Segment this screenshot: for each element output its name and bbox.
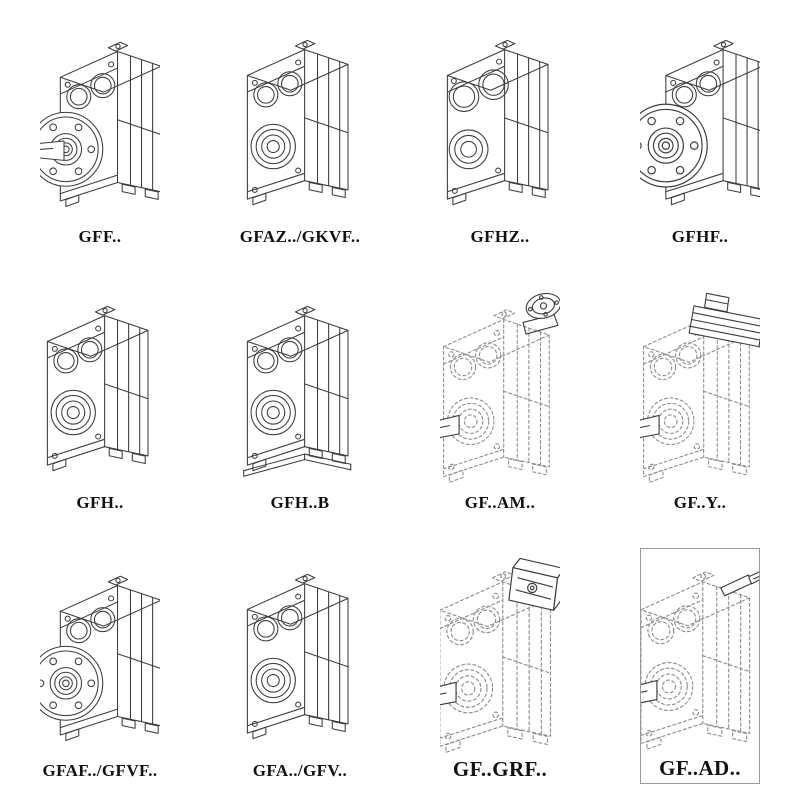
catalog-item-gfa-gfv: GFA../GFV.. — [240, 548, 360, 784]
gearbox-drawing-input-adapter — [440, 557, 560, 753]
output-flange-with-shaft — [40, 113, 103, 187]
mounted-motor — [688, 293, 760, 351]
product-label: GFH..B — [270, 493, 330, 513]
gear-cover-bores-phantom — [645, 592, 701, 645]
output-shaft — [440, 415, 460, 443]
product-label: GF..GRF.. — [452, 756, 548, 781]
product-label: GFA../GFV.. — [252, 761, 348, 781]
catalog-item-gfh-b: GFH..B — [240, 282, 360, 516]
gear-cover-bores — [251, 325, 303, 374]
output-shaft — [440, 681, 457, 711]
gearbox-drawing-hollow — [446, 40, 549, 206]
product-label: GF..AM.. — [464, 493, 536, 513]
product-label: GFAZ../GKVF.. — [240, 227, 360, 247]
gearbox-drawing-motor-adapter — [440, 289, 560, 484]
catalog-item-gff: GFF.. — [40, 16, 160, 250]
gearbox-drawing-flange-hollow — [640, 40, 760, 206]
product-label: GF..Y.. — [673, 493, 727, 513]
gear-unit-body — [446, 40, 549, 206]
input-shaft-stub — [720, 567, 759, 597]
catalog-item-gf-grf: GF..GRF.. — [440, 548, 560, 784]
input-gear-adapter — [508, 557, 560, 611]
gear-cover-bores-phantom — [444, 592, 501, 646]
gearbox-drawing-foot-mounted — [246, 574, 349, 740]
catalog-item-gfhf: GFHF.. — [640, 16, 760, 250]
catalog-item-gf-y: GF..Y.. — [640, 282, 760, 516]
output-shaft — [640, 415, 660, 443]
gear-unit-body-phantom — [443, 309, 550, 484]
gear-cover-bores — [448, 58, 509, 113]
output-shaft — [641, 679, 658, 708]
gear-cover-bores-phantom — [648, 330, 702, 381]
gearbox-drawing-hollow-front — [46, 306, 149, 472]
gear-cover-bores — [64, 61, 116, 110]
gearbox-drawing-input-shaft — [641, 567, 759, 750]
product-label: GF..AD.. — [659, 755, 741, 780]
gear-cover-bores — [251, 593, 303, 642]
gear-cover-bores — [64, 595, 116, 644]
gear-cover-bores — [670, 59, 721, 108]
output-flange — [640, 103, 708, 188]
product-label: GFHF.. — [671, 227, 729, 247]
catalog-item-gf-ad: GF..AD.. — [640, 548, 760, 784]
mounting-base — [243, 453, 352, 478]
gearbox-drawing-flange-shaft — [40, 42, 160, 208]
gearbox-drawing-front — [246, 40, 349, 206]
catalog-item-gf-am: GF..AM.. — [440, 282, 560, 516]
gear-cover-bores-phantom — [448, 330, 502, 381]
catalog-item-gfh: GFH.. — [40, 282, 160, 516]
product-label: GFAF../GFVF.. — [42, 761, 158, 781]
motor-adapter-flange — [522, 289, 560, 335]
output-bearing-bore — [448, 129, 502, 195]
output-flange — [40, 646, 104, 722]
gearbox-drawing-hollow-base — [243, 306, 352, 478]
catalog-item-gfaf-gfvf: GFAF../GFVF.. — [40, 548, 160, 784]
catalog-item-gfaz-gkvf: GFAZ../GKVF.. — [240, 16, 360, 250]
gearbox-drawing-with-motor — [640, 293, 760, 484]
product-label: GFHZ.. — [470, 227, 530, 247]
gearbox-drawing-flange-hollow-2 — [40, 576, 160, 742]
gear-unit-body-phantom — [641, 571, 751, 750]
catalog-item-gfhz: GFHZ.. — [440, 16, 560, 250]
gear-cover-bores — [251, 59, 303, 108]
product-label: GFH.. — [76, 493, 124, 513]
gear-cover-bores — [51, 325, 103, 374]
product-label: GFF.. — [78, 227, 122, 247]
